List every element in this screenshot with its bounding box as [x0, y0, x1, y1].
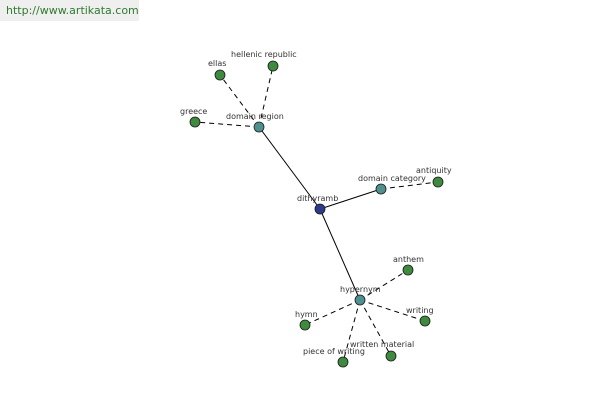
node-label-piece-of-writing: piece of writing: [303, 347, 365, 356]
node-label-anthem: anthem: [393, 255, 424, 264]
node-anthem[interactable]: [402, 264, 414, 276]
nodes-layer: [189, 60, 444, 368]
node-label-antiquity: antiquity: [416, 166, 452, 175]
labels-layer: dithyramb domain region domain category hyp…: [180, 50, 452, 356]
node-label-ellas: ellas: [208, 59, 226, 68]
edge-dithyramb-to-domain-region: [258, 126, 321, 210]
node-label-hymn: hymn: [295, 310, 318, 319]
edge-hypernym-to-piece-of-writing: [342, 299, 361, 363]
node-label-writing: writing: [406, 306, 434, 315]
edge-dithyramb-to-domain-category: [319, 188, 382, 210]
node-label-dithyramb: dithyramb: [297, 194, 338, 203]
edge-domain-region-to-greece: [194, 121, 260, 128]
node-writing[interactable]: [419, 315, 431, 327]
edge-hypernym-to-anthem: [359, 269, 409, 301]
node-written-material[interactable]: [385, 350, 397, 362]
node-label-domain-region: domain region: [226, 112, 284, 121]
edge-domain-region-to-ellas: [219, 74, 260, 128]
node-antiquity[interactable]: [432, 176, 444, 188]
edges-layer: [194, 65, 439, 363]
node-domain-category[interactable]: [375, 183, 387, 195]
node-piece-of-writing[interactable]: [337, 356, 349, 368]
edge-domain-category-to-antiquity: [380, 181, 439, 190]
node-domain-region[interactable]: [253, 121, 265, 133]
node-label-hypernym: hypernym: [340, 285, 381, 294]
edge-domain-region-to-hellenic-republic: [258, 65, 274, 128]
node-label-hellenic-republic: hellenic republic: [231, 50, 297, 59]
watermark-url: http://www.artikata.com: [0, 0, 139, 21]
node-label-greece: greece: [180, 107, 207, 116]
edge-hypernym-to-hymn: [304, 299, 361, 326]
edge-hypernym-to-writing: [359, 299, 426, 322]
node-label-written-material: written material: [350, 340, 414, 349]
node-dithyramb[interactable]: [314, 203, 326, 215]
node-hymn[interactable]: [299, 319, 311, 331]
edge-hypernym-to-written-material: [359, 299, 392, 357]
edge-dithyramb-to-hypernym: [319, 208, 361, 301]
node-greece[interactable]: [189, 116, 201, 128]
node-label-domain-category: domain category: [358, 174, 426, 183]
node-hellenic-republic[interactable]: [267, 60, 279, 72]
node-ellas[interactable]: [214, 69, 226, 81]
node-hypernym[interactable]: [354, 294, 366, 306]
